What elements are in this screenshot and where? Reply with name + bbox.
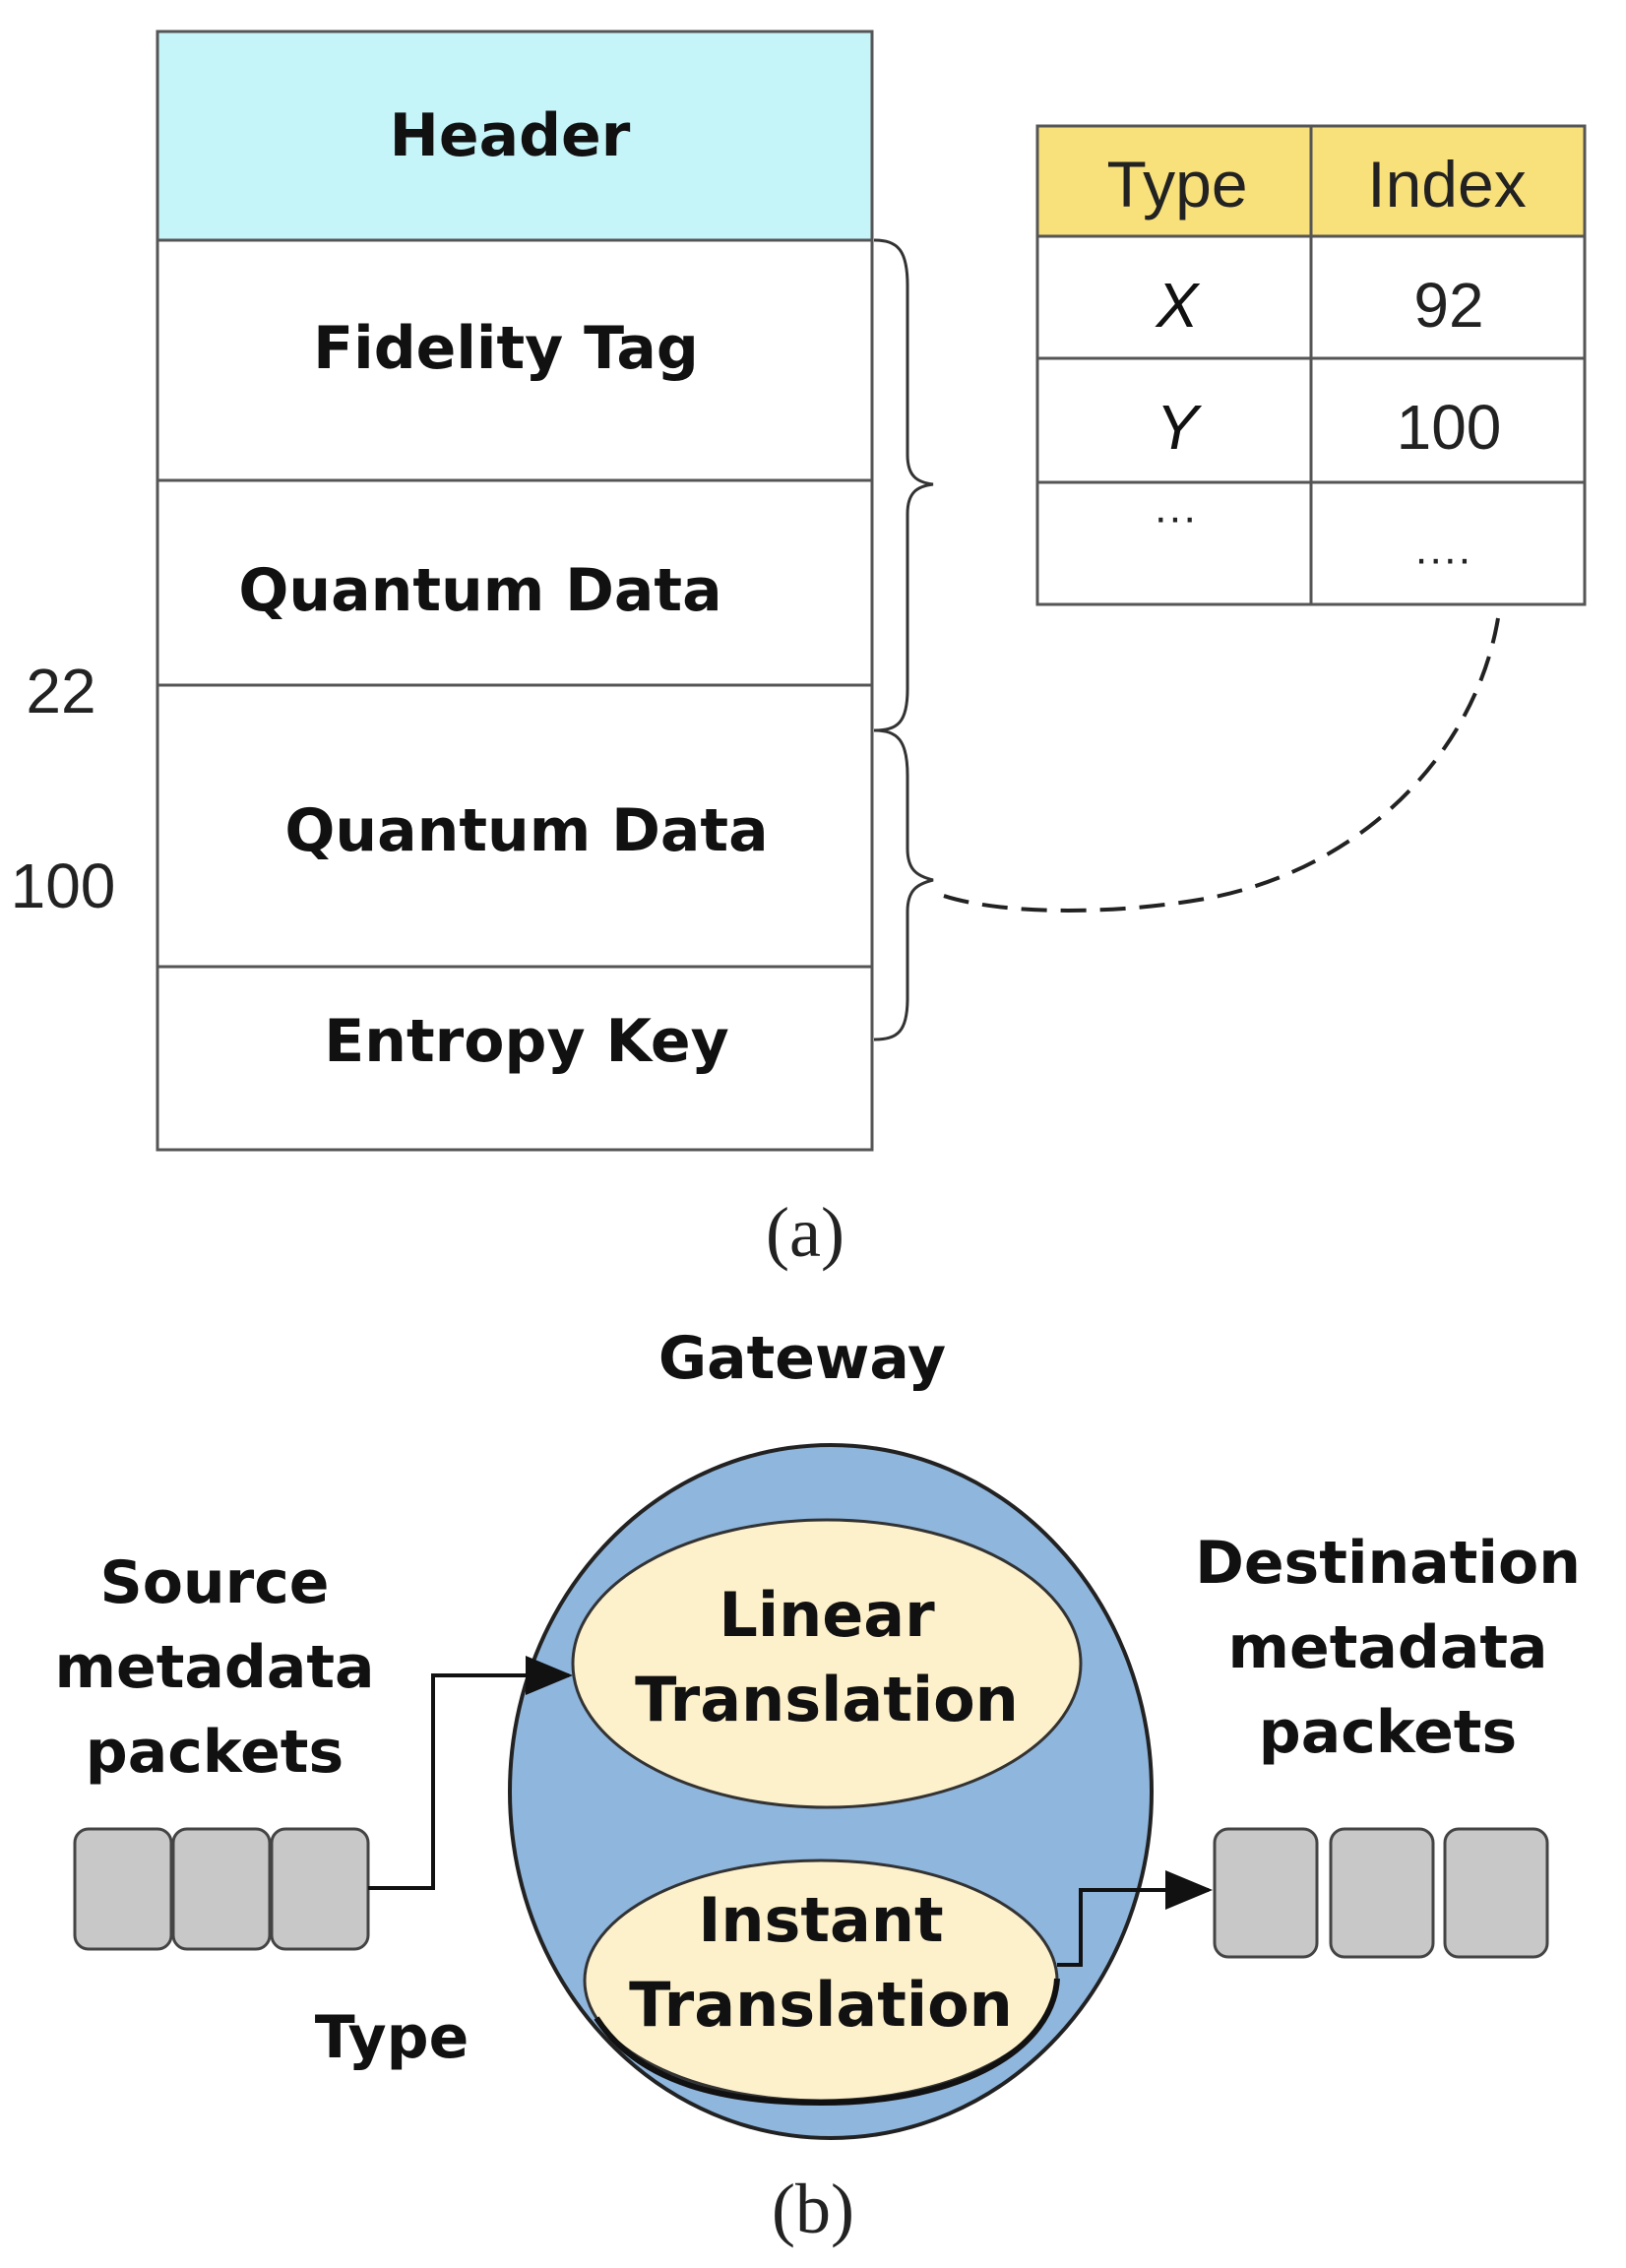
source-packet-3 xyxy=(270,1827,370,1951)
source-to-linear-arrow xyxy=(368,1656,573,1890)
linear-module-line-1: Linear xyxy=(719,1579,935,1651)
instant-module-line-1: Instant xyxy=(698,1884,943,1956)
table-cell-type-y: Y xyxy=(1157,392,1203,463)
destination-packet-3 xyxy=(1443,1827,1549,1959)
linear-translation-module xyxy=(571,1518,1083,1809)
linear-module-line-2: Translation xyxy=(635,1664,1019,1735)
table-link-dashed-curve xyxy=(932,617,1500,913)
caption-b: (b) xyxy=(772,2170,854,2248)
source-packet-2 xyxy=(171,1827,272,1951)
table-header-type: Type xyxy=(1106,148,1247,220)
upper-brace xyxy=(873,238,934,732)
type-label: Type xyxy=(315,2003,469,2072)
source-packet-1 xyxy=(73,1827,173,1951)
quantum-data-field-1 xyxy=(156,478,874,687)
header-field-label: Header xyxy=(390,101,631,170)
table-cell-index-100: 100 xyxy=(1397,392,1502,463)
type-index-table: Type Index X 92 Y 100 ··· ···· xyxy=(1035,124,1587,606)
side-value-100: 100 xyxy=(11,850,116,921)
lower-brace xyxy=(873,728,934,1041)
destination-label-line-2: metadata xyxy=(1228,1613,1548,1682)
entropy-key-field xyxy=(156,965,874,1152)
source-label-line-1: Source xyxy=(100,1548,330,1617)
destination-packet-2 xyxy=(1329,1827,1435,1959)
gateway-panel: Gateway Linear Translation Instant Trans… xyxy=(55,1324,1581,2248)
destination-packet-1 xyxy=(1213,1827,1319,1959)
table-cell-index-92: 92 xyxy=(1413,270,1483,341)
quantum-data-field-1-label: Quantum Data xyxy=(238,556,721,625)
gateway-label: Gateway xyxy=(658,1324,946,1393)
side-value-22: 22 xyxy=(26,656,95,726)
table-cell-type-x: X xyxy=(1155,270,1201,341)
instant-to-destination-arrow xyxy=(1057,1870,1213,1967)
table-header-index: Index xyxy=(1367,148,1526,220)
packet-format-panel: Header Fidelity Tag Quantum Data Quantum… xyxy=(11,30,1587,1272)
entropy-key-field-label: Entropy Key xyxy=(324,1007,728,1076)
quantum-data-field-2-label: Quantum Data xyxy=(284,796,768,865)
instant-module-line-2: Translation xyxy=(629,1969,1013,2041)
caption-a: (a) xyxy=(766,1193,844,1272)
fidelity-tag-field xyxy=(156,238,874,482)
header-field xyxy=(156,30,874,242)
quantum-data-field-2 xyxy=(156,683,874,969)
table-cell-type-ellipsis: ··· xyxy=(1154,493,1197,541)
destination-label-line-3: packets xyxy=(1259,1698,1517,1767)
source-label-line-3: packets xyxy=(86,1718,344,1787)
destination-label-line-1: Destination xyxy=(1195,1529,1581,1598)
instant-module-shadow xyxy=(594,1978,1060,2107)
source-label-line-2: metadata xyxy=(55,1633,375,1702)
table-cell-index-ellipsis: ···· xyxy=(1414,535,1472,583)
fidelity-tag-field-label: Fidelity Tag xyxy=(313,314,699,383)
